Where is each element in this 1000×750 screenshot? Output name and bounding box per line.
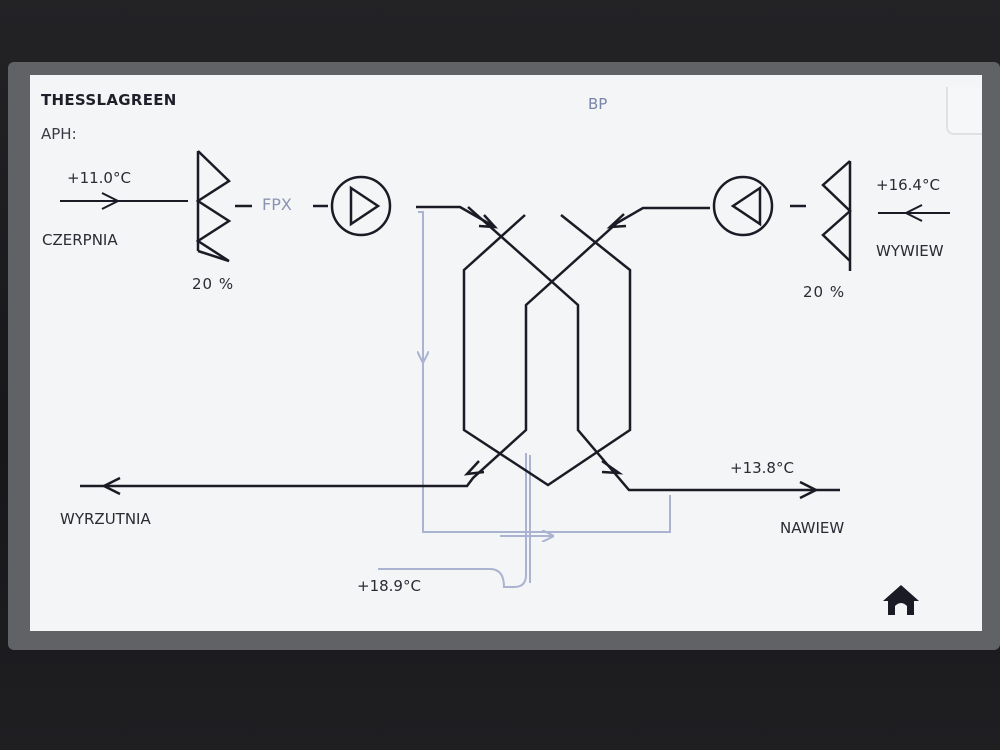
airflow-diagram [60, 150, 950, 588]
supply-fan-icon[interactable] [330, 175, 392, 237]
extract-temperature: +16.4°C [876, 176, 940, 194]
supply-path [416, 205, 840, 500]
exhaust-label: WYRZUTNIA [60, 510, 151, 528]
home-icon [883, 585, 919, 615]
filter-label: FPX [262, 195, 292, 214]
extract-fan-icon[interactable] [712, 175, 774, 237]
corner-menu-button[interactable] [946, 87, 982, 135]
bypass-temperature: +18.9°C [357, 577, 421, 595]
extract-damper-percent: 20 % [803, 283, 846, 301]
intake-label: CZERPNIA [42, 231, 118, 249]
unit-prefix-label: APH: [41, 125, 77, 143]
intake-damper-icon [195, 150, 232, 263]
extract-flow-line [878, 204, 950, 222]
mode-indicator: BP [588, 95, 608, 113]
extract-damper-icon [790, 160, 852, 271]
hmi-screen: THESSLAGREEN APH: BP +11.0°C CZERPNIA 20… [30, 75, 982, 631]
heat-exchanger-icon [462, 214, 632, 487]
supply-label: NAWIEW [780, 519, 845, 537]
exhaust-path [80, 206, 710, 496]
intake-temperature: +11.0°C [67, 169, 131, 187]
extract-label: WYWIEW [876, 242, 944, 260]
brand-label: THESSLAGREEN [41, 91, 177, 109]
intake-flow-line [60, 192, 188, 210]
supply-temperature: +13.8°C [730, 459, 794, 477]
intake-damper-percent: 20 % [192, 275, 235, 293]
home-button[interactable] [878, 580, 924, 620]
bypass-duct [378, 211, 671, 588]
